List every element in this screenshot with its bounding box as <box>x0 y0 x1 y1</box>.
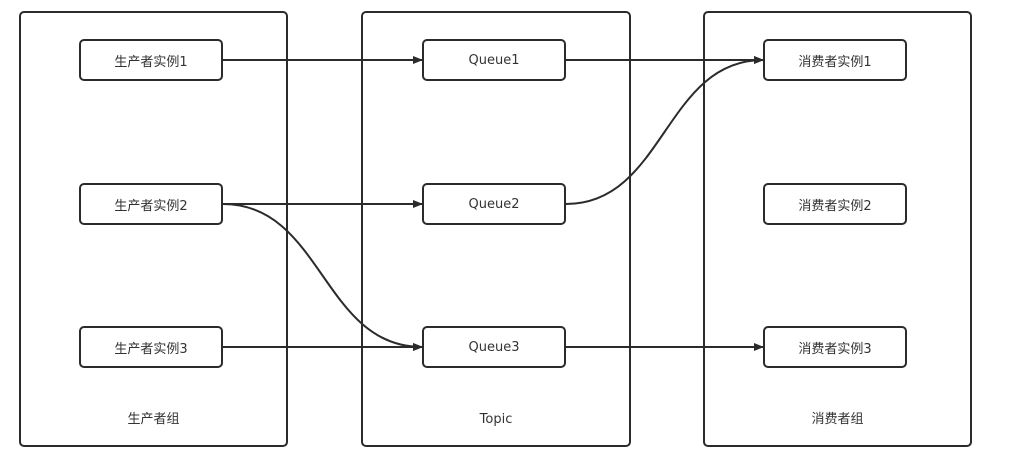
producer-instance-1[interactable]: 生产者实例1 <box>79 39 223 81</box>
producer-group-label: 生产者组 <box>127 412 180 427</box>
consumer-group-label: 消费者组 <box>811 412 864 427</box>
producer-instance-3[interactable]: 生产者实例3 <box>79 326 223 368</box>
queue-1[interactable]: Queue1 <box>422 39 566 81</box>
producer-instance-2[interactable]: 生产者实例2 <box>79 183 223 225</box>
topic-group-label: Topic <box>479 412 513 427</box>
consumer-instance-3[interactable]: 消费者实例3 <box>763 326 907 368</box>
consumer-instance-1[interactable]: 消费者实例1 <box>763 39 907 81</box>
queue-2[interactable]: Queue2 <box>422 183 566 225</box>
consumer-instance-2[interactable]: 消费者实例2 <box>763 183 907 225</box>
queue-3[interactable]: Queue3 <box>422 326 566 368</box>
